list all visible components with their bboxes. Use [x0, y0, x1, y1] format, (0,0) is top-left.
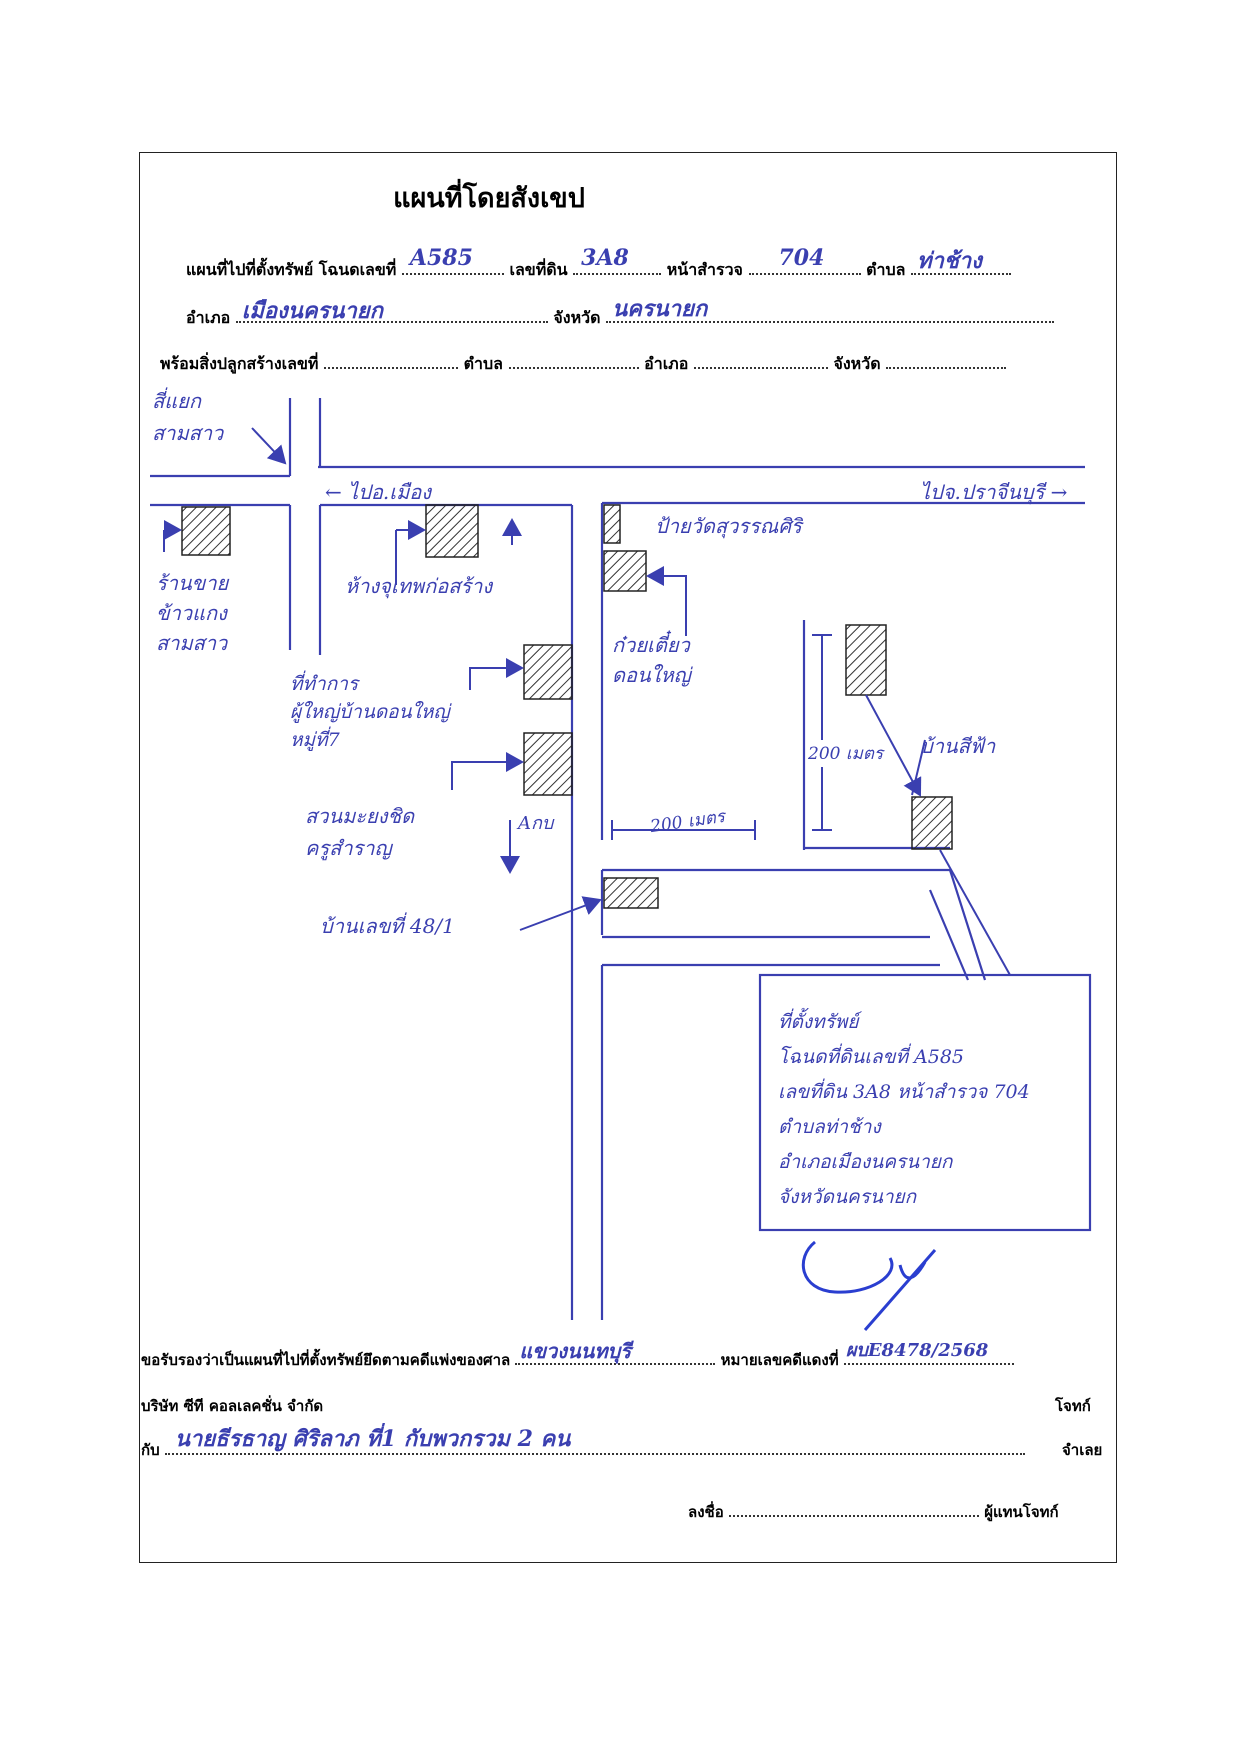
header-row-3: พร้อมสิ่งปลูกสร้างเลขที่ ตำบล อำเภอ จังห… — [160, 352, 1007, 377]
house-48-label: บ้านเลขที่ 48/1 — [320, 914, 455, 938]
sign-role: ผู้แทนโจทก์ — [984, 1503, 1059, 1521]
district-label: อำเภอ — [186, 308, 231, 327]
junction-label: สี่แยก สามสาว — [152, 389, 224, 445]
sign-label: ลงชื่อ — [688, 1503, 724, 1521]
village-office-label: ที่ทำการ ผู้ใหญ่บ้านดอนใหญ่ หมู่ที่7 — [290, 673, 450, 751]
village-office-building — [523, 644, 573, 700]
to-prachin-label: ไปจ.ปราจีนบุรี → — [920, 480, 1068, 504]
office-arrow — [469, 658, 524, 690]
with-label: กับ — [141, 1441, 160, 1459]
building-subdistrict-label: ตำบล — [463, 354, 503, 373]
signature-row: ลงชื่อ ผู้แทนโจทก์ — [688, 1500, 1059, 1524]
noodle-arrow — [646, 566, 687, 636]
buildings — [181, 504, 953, 909]
branch-road-diagonal-b — [928, 889, 970, 981]
noodle-shop-label: ก๋วยเตี๋ยว ดอนใหญ่ — [612, 633, 691, 687]
property-box — [758, 973, 1092, 1232]
certify-label: ขอรับรองว่าเป็นแผนที่ไปที่ตั้งทรัพย์ยึดต… — [141, 1351, 511, 1369]
survey-page: 704 — [778, 245, 825, 271]
garden-arrow — [451, 752, 524, 790]
blue-house-label: บ้านสีฟ้า — [920, 734, 996, 758]
land-number: 3A8 — [581, 245, 629, 271]
side-road-label: Aกบ — [518, 813, 554, 834]
property-box-leader — [939, 849, 1011, 976]
header-row-2: อำเภอ เมืองนครนายก จังหวัด นครนายก — [186, 296, 1055, 331]
pointer-arrows — [163, 427, 1011, 976]
document-frame — [139, 152, 1117, 1563]
court-name: แขวงนนทบุรี — [519, 1339, 631, 1363]
noodle-shop-building — [603, 550, 647, 592]
blue-house-building — [845, 624, 887, 696]
building-no-label: พร้อมสิ่งปลูกสร้างเลขที่ — [160, 354, 319, 373]
garden-building — [523, 732, 573, 796]
signature-slash — [863, 1249, 937, 1331]
rice-shop-label: ร้านขาย ข้าวแกง สามสาว — [156, 571, 229, 655]
branch-road-diagonal-a — [948, 869, 987, 981]
certify-row: ขอรับรองว่าเป็นแผนที่ไปที่ตั้งทรัพย์ยึดต… — [141, 1339, 1014, 1372]
defendant-name: นายธีรธาญ ศิริลาภ ที่1 กับพวกรวม 2 คน — [174, 1426, 571, 1452]
chok-ubon-label: ห้างจุเทพก่อสร้าง — [345, 574, 493, 598]
junction-arrow — [251, 427, 287, 465]
vertical-distance-label: 200 เมตร — [808, 740, 884, 767]
building-district-label: อำเภอ — [644, 354, 689, 373]
district-value: เมืองนครนายก — [241, 298, 383, 324]
deed-number: A585 — [409, 245, 473, 271]
case-label: หมายเลขคดีแดงที่ — [720, 1351, 839, 1369]
building-province-label: จังหวัด — [833, 354, 881, 373]
subdistrict-label: ตำบล — [866, 260, 906, 279]
garden-label: สวนมะยงชิด ครูสำราญ — [305, 804, 415, 860]
land-no-label: เลขที่ดิน — [509, 260, 568, 279]
plaintiff-name: บริษัท ซีที คอลเลคชั่น จำกัด — [141, 1397, 324, 1415]
province-label: จังหวัด — [553, 308, 601, 327]
house-48-arrow — [519, 896, 602, 931]
province-value: นครนายก — [612, 296, 708, 322]
chok-ubon-building — [425, 504, 479, 558]
case-number: ผบE8478/2568 — [845, 1340, 989, 1361]
defendant-row: กับ นายธีรธาญ ศิริลาภ ที่1 กับพวกรวม 2 ค… — [141, 1426, 1025, 1462]
to-city-label: ← ไปอ.เมือง — [325, 480, 432, 504]
blue-house-arrow — [865, 694, 922, 797]
subdistrict-value: ท่าช้าง — [917, 248, 982, 274]
header-row-1: แผนที่ไปที่ตั้งทรัพย์ โฉนดเลขที่ A585 เล… — [186, 245, 1011, 283]
page-title: แผนที่โดยสังเขป — [393, 183, 585, 214]
signature — [801, 1240, 937, 1331]
temple-sign-label: ป้ายวัดสุวรรณศิริ — [655, 514, 802, 538]
property-building — [911, 796, 953, 850]
signature-loop — [801, 1240, 894, 1294]
house-48-building — [603, 877, 659, 909]
temple-sign-building — [603, 504, 621, 544]
deed-label: แผนที่ไปที่ตั้งทรัพย์ โฉนดเลขที่ — [186, 260, 397, 279]
plaintiff-role: โจทก์ — [1055, 1397, 1091, 1415]
blue-house-label-line — [911, 739, 926, 796]
defendant-role: จำเลย — [1062, 1441, 1103, 1459]
property-box-text: ที่ตั้งทรัพย์ โฉนดที่ดินเลขที่ A585 เลขท… — [778, 1011, 1030, 1208]
rice-shop-building — [181, 506, 231, 556]
survey-label: หน้าสำรวจ — [666, 260, 743, 279]
